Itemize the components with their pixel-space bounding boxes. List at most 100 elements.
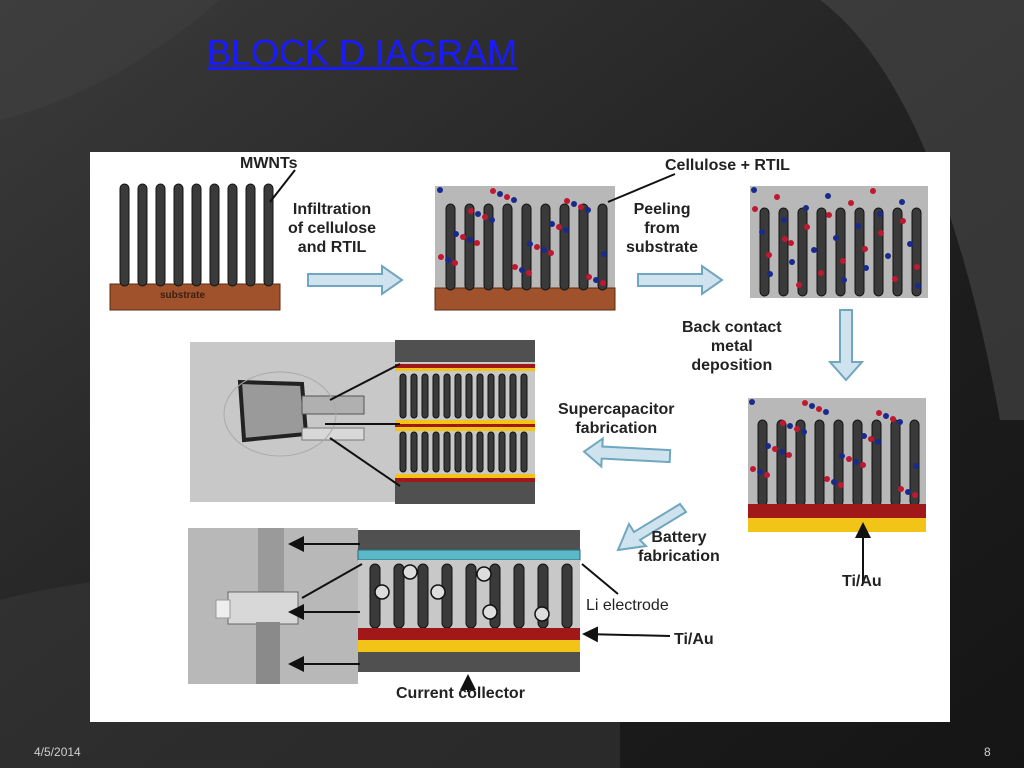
label-battery-fabrication: Battery fabrication xyxy=(638,529,720,565)
nanotube xyxy=(399,431,407,473)
polymer-molecule xyxy=(759,229,765,235)
polymer-molecule xyxy=(549,221,555,227)
polymer-molecule xyxy=(497,191,503,197)
polymer-molecule xyxy=(883,413,889,419)
polymer-molecule xyxy=(490,188,496,194)
polymer-molecule xyxy=(781,217,787,223)
polymer-molecule xyxy=(489,217,495,223)
nanotube xyxy=(410,373,418,419)
nanotube xyxy=(410,431,418,473)
nanotube xyxy=(559,203,570,291)
nanotube xyxy=(465,431,473,473)
polymer-molecule xyxy=(861,433,867,439)
polymer-molecule xyxy=(460,234,466,240)
polymer-molecule xyxy=(848,200,854,206)
polymer-molecule xyxy=(897,419,903,425)
polymer-molecule xyxy=(831,479,837,485)
polymer-molecule xyxy=(824,476,830,482)
nanotube xyxy=(561,563,573,629)
polymer-molecule xyxy=(586,274,592,280)
nanotube xyxy=(776,419,787,507)
nanotube xyxy=(191,183,202,287)
polymer-molecule xyxy=(475,211,481,217)
polymer-molecule xyxy=(526,270,532,276)
label-back-contact: Back contact metal deposition xyxy=(682,319,782,374)
polymer-molecule xyxy=(839,453,845,459)
label-ti-au-right: Ti/Au xyxy=(842,573,882,590)
polymer-molecule xyxy=(913,463,919,469)
polymer-molecule xyxy=(811,247,817,253)
nanotube xyxy=(476,373,484,419)
nanotube xyxy=(119,183,130,287)
arrow-supercapacitor xyxy=(582,436,672,469)
polymer-molecule xyxy=(838,482,844,488)
polymer-molecule xyxy=(468,208,474,214)
nanotube xyxy=(465,563,477,629)
label-ti-au-bottom: Ti/Au xyxy=(674,631,714,648)
nanotube xyxy=(833,419,844,507)
polymer-molecule xyxy=(564,198,570,204)
nanotube xyxy=(797,207,808,297)
nanotube xyxy=(854,207,865,297)
label-li-electrode: Li electrode xyxy=(586,597,669,614)
li-ion-bubble xyxy=(534,606,550,622)
polymer-molecule xyxy=(772,446,778,452)
nanotube xyxy=(890,419,901,507)
polymer-molecule xyxy=(912,492,918,498)
nanotube xyxy=(873,207,884,297)
polymer-molecule xyxy=(534,244,540,250)
polymer-molecule xyxy=(764,472,770,478)
polymer-molecule xyxy=(900,218,906,224)
nanotube xyxy=(432,373,440,419)
polymer-molecule xyxy=(512,264,518,270)
polymer-molecule xyxy=(855,223,861,229)
stage-peeled-film xyxy=(750,186,928,298)
nanotube xyxy=(465,373,473,419)
nanotube xyxy=(476,431,484,473)
polymer-molecule xyxy=(823,409,829,415)
stage-with-back-contact xyxy=(748,398,926,584)
polymer-molecule xyxy=(818,270,824,276)
polymer-molecule xyxy=(787,423,793,429)
polymer-molecule xyxy=(453,231,459,237)
polymer-molecule xyxy=(846,456,852,462)
polymer-molecule xyxy=(563,227,569,233)
polymer-molecule xyxy=(890,416,896,422)
nanotube xyxy=(911,207,922,297)
nanotube xyxy=(421,431,429,473)
label-mwnts: MWNTs xyxy=(240,155,298,172)
nanotube xyxy=(757,419,768,507)
polymer-molecule xyxy=(757,469,763,475)
nanotube xyxy=(483,203,494,291)
stage-infiltrated xyxy=(434,173,676,311)
polymer-molecule xyxy=(437,187,443,193)
nanotube xyxy=(509,373,517,419)
nanotube xyxy=(464,203,475,291)
nanotube xyxy=(209,183,220,287)
label-supercapacitor-fabrication: Supercapacitor fabrication xyxy=(558,401,675,437)
polymer-molecule xyxy=(885,253,891,259)
nanotube xyxy=(173,183,184,287)
li-ion-bubble xyxy=(476,566,492,582)
nanotube xyxy=(245,183,256,287)
supercapacitor-stack xyxy=(325,340,535,504)
arrow-battery xyxy=(616,502,688,552)
nanotube xyxy=(520,431,528,473)
nanotube xyxy=(445,203,456,291)
label-peeling: Peeling from substrate xyxy=(626,201,699,256)
nanotube xyxy=(597,203,608,291)
polymer-molecule xyxy=(789,259,795,265)
polymer-molecule xyxy=(571,201,577,207)
nanotube xyxy=(421,373,429,419)
polymer-molecule xyxy=(870,188,876,194)
polymer-molecule xyxy=(809,403,815,409)
polymer-molecule xyxy=(527,241,533,247)
battery-stack xyxy=(288,530,671,692)
polymer-molecule xyxy=(825,193,831,199)
label-current-collector: Current collector xyxy=(396,685,525,702)
polymer-molecule xyxy=(767,271,773,277)
nanotube xyxy=(454,431,462,473)
polymer-molecule xyxy=(802,400,808,406)
arrow-back-contact xyxy=(827,309,865,382)
slide-title[interactable]: BLOCK D IAGRAM xyxy=(207,32,518,73)
